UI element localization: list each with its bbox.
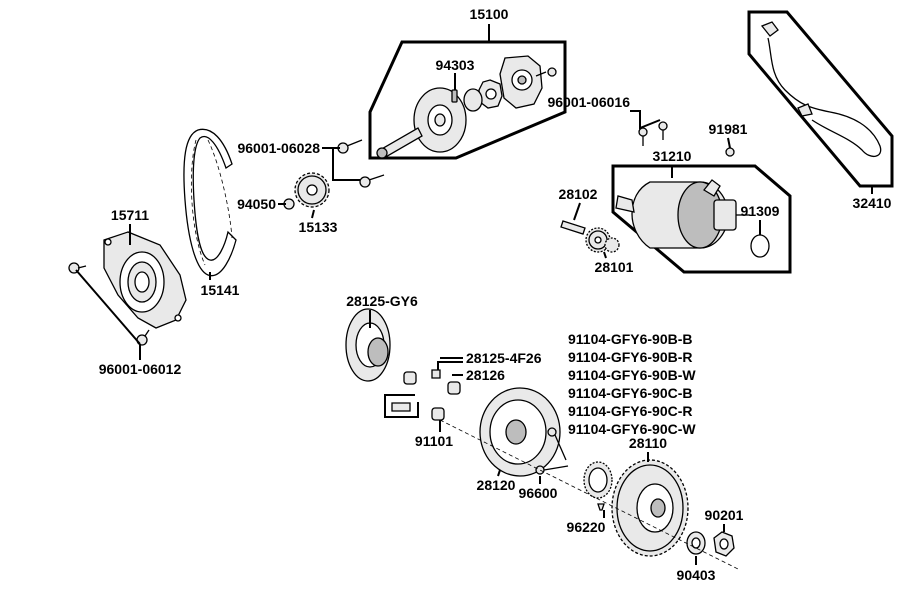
label-90403: 90403	[677, 567, 716, 583]
pump-drive-sprocket	[294, 172, 330, 208]
label-96001-06016: 96001-06016	[547, 94, 630, 110]
starter-o-ring-small	[725, 147, 735, 157]
label-90201: 90201	[705, 507, 744, 523]
starter-clutch-outer	[479, 387, 561, 477]
label-96600: 96600	[519, 485, 558, 501]
starter-motor-group	[611, 164, 792, 274]
label-bearing-variant-5: 91104-GFY6-90C-R	[568, 403, 693, 419]
starter-bolts	[638, 121, 668, 146]
label-32410: 32410	[853, 195, 892, 211]
label-28126: 28126	[466, 367, 505, 383]
bearing-key	[597, 503, 605, 511]
label-15100: 15100	[470, 6, 509, 22]
label-28101: 28101	[595, 259, 634, 275]
drive-chain	[183, 128, 237, 277]
label-31210: 31210	[653, 148, 692, 164]
starter-driven-gear	[611, 459, 689, 557]
starter-group-frame	[611, 164, 792, 274]
label-28110: 28110	[629, 435, 667, 451]
label-96001-06028: 96001-06028	[237, 140, 320, 156]
label-bearing-variant-3: 91104-GFY6-90B-W	[568, 367, 696, 383]
clutch-bolts	[535, 427, 569, 475]
label-28125-gy6: 28125-GY6	[346, 293, 418, 309]
starter-cable	[767, 37, 882, 157]
label-bearing-variant-6: 91104-GFY6-90C-W	[568, 421, 696, 437]
starter-cable-frame	[747, 10, 894, 188]
starter-clutch-hub	[345, 308, 391, 382]
label-bearing-variant-1: 91104-GFY6-90B-B	[568, 331, 693, 347]
label-96220: 96220	[567, 519, 606, 535]
chain-cover	[103, 231, 187, 329]
oil-pump-group-frame	[368, 40, 567, 160]
oil-pump-pin	[451, 89, 458, 103]
clutch-rollers	[403, 371, 461, 421]
label-28120: 28120	[477, 477, 516, 493]
starter-reduction-gear	[560, 220, 620, 253]
starter-o-ring	[750, 234, 770, 258]
leader-lines	[75, 24, 873, 565]
gear-washer-and-nut	[686, 531, 735, 557]
part-number-labels: 15100 94303 96001-06028 94050 15133 1571…	[99, 6, 892, 583]
needle-bearing	[583, 461, 613, 499]
label-96001-06012: 96001-06012	[99, 361, 182, 377]
label-91101: 91101	[415, 433, 453, 449]
oil-pump-group	[368, 40, 567, 160]
label-15711: 15711	[111, 207, 149, 223]
oil-pump-cover-screw	[547, 67, 557, 77]
label-94050: 94050	[237, 196, 276, 212]
label-91309: 91309	[741, 203, 780, 219]
label-91981: 91981	[709, 121, 748, 137]
label-bearing-variant-2: 91104-GFY6-90B-R	[568, 349, 693, 365]
label-15141: 15141	[201, 282, 240, 298]
label-94303: 94303	[436, 57, 475, 73]
label-15133: 15133	[299, 219, 338, 235]
label-bearing-variant-4: 91104-GFY6-90C-B	[568, 385, 693, 401]
starter-cable-group	[747, 10, 894, 188]
label-28102: 28102	[559, 186, 598, 202]
label-28125-4f26: 28125-4F26	[466, 350, 542, 366]
